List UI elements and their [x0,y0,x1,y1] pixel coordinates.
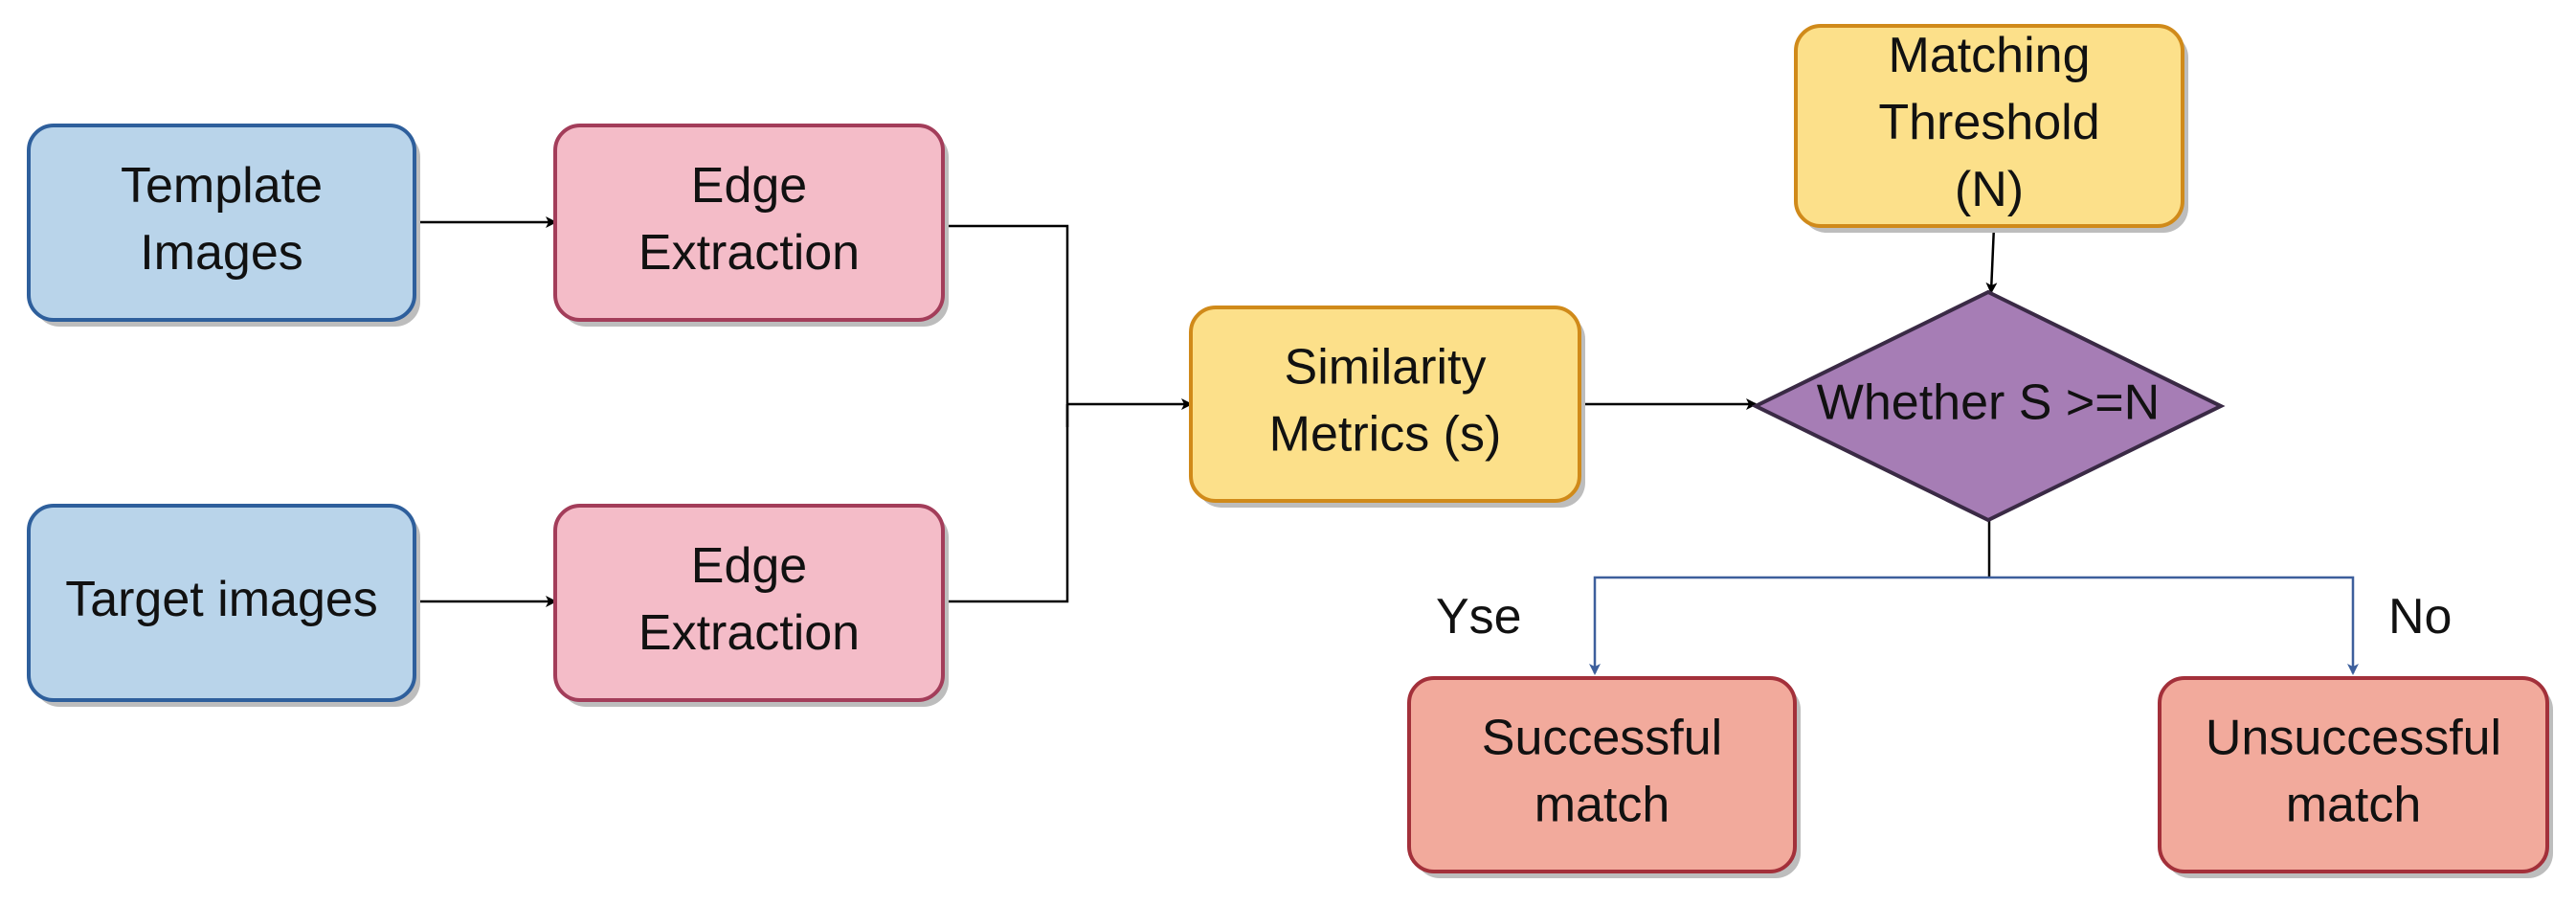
node-shape [27,124,416,322]
node-label-line: Edge [691,538,807,594]
node-label-line: match [1534,778,1670,833]
node-label-line: Images [140,225,303,281]
node-shape [1751,289,2226,523]
arrow-yes-branch [1589,576,1989,675]
no-label: No [2388,589,2452,645]
node-label-line: Metrics (s) [1269,407,1502,463]
connector-edge-top-to-merge [943,224,1069,427]
unsuccessful-match-node: Unsuccessful match [2158,676,2553,878]
node-label-line: Template [121,158,323,214]
connectors [414,216,2359,675]
yes-label: Yse [1436,589,1522,645]
node-shape [553,124,945,322]
node-label-line: Threshold [1878,95,2099,150]
arrow-threshold-to-decision [1985,225,1998,294]
node-label-line: Successful [1482,711,1722,766]
target-images-node: Target images [27,504,420,707]
node-label-line: (N) [1955,162,2024,217]
arrow-no-branch [1989,576,2359,675]
node-label-line: Unsuccessful [2206,711,2501,766]
node-label-line: Extraction [638,605,860,661]
node-label-line: match [2286,778,2422,833]
successful-match-node: Successful match [1407,676,1801,878]
connector-edge-bottom-to-merge [943,404,1069,603]
node-shape [1794,24,2184,228]
node-label-line: Target images [65,572,378,627]
node-label-line: Similarity [1285,340,1487,396]
node-shape [1189,306,1581,503]
node-shape [2158,676,2549,873]
node-label-line: Whether S >=N [1817,375,2160,431]
node-label-line: Edge [691,158,807,214]
decision-diamond: Whether S >=N [1751,289,2226,523]
node-shape [27,504,416,702]
node-label-line: Matching [1889,28,2091,83]
node-label-line: Extraction [638,225,860,281]
node-shape [553,504,945,702]
node-shape [1407,676,1797,873]
